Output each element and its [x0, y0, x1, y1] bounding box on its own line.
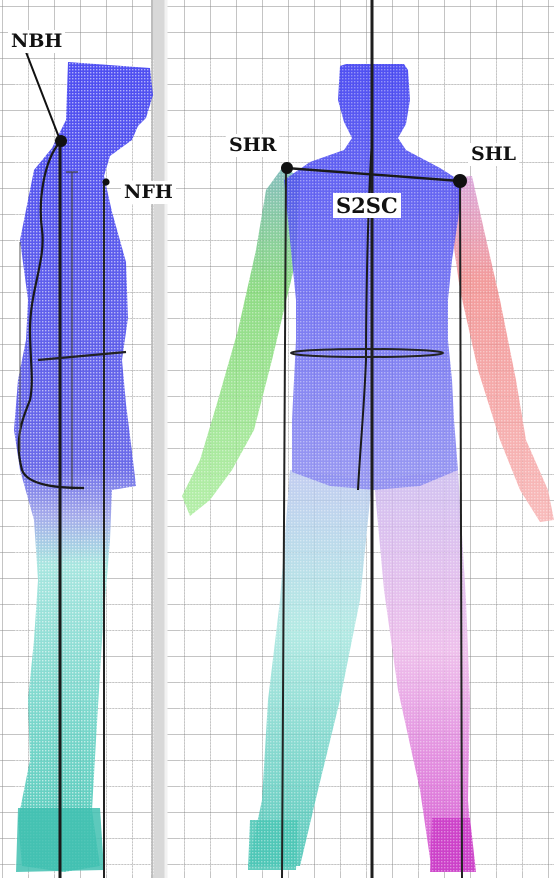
front-view-figure	[180, 0, 554, 879]
nbh-leader	[25, 51, 61, 141]
shr-vertical-line	[281, 167, 287, 879]
shr-label: SHR	[226, 134, 280, 157]
s2sc-label: S2SC	[333, 193, 401, 218]
shl-vertical-line	[459, 181, 463, 879]
shl-marker	[453, 174, 467, 188]
nfh-marker	[102, 178, 110, 186]
panel-divider	[152, 0, 166, 878]
s2sc-shoulder-line	[285, 166, 461, 183]
shl-label: SHL	[468, 143, 520, 166]
side-posture-curve	[17, 141, 85, 490]
front-waist-ellipse	[290, 348, 444, 358]
side-waist-line	[37, 350, 127, 362]
nbh-label: NBH	[8, 30, 66, 53]
nfh-label: NFH	[121, 181, 176, 204]
shr-marker	[281, 162, 293, 174]
side-view-figure	[14, 51, 154, 878]
nbh-marker	[55, 135, 67, 147]
